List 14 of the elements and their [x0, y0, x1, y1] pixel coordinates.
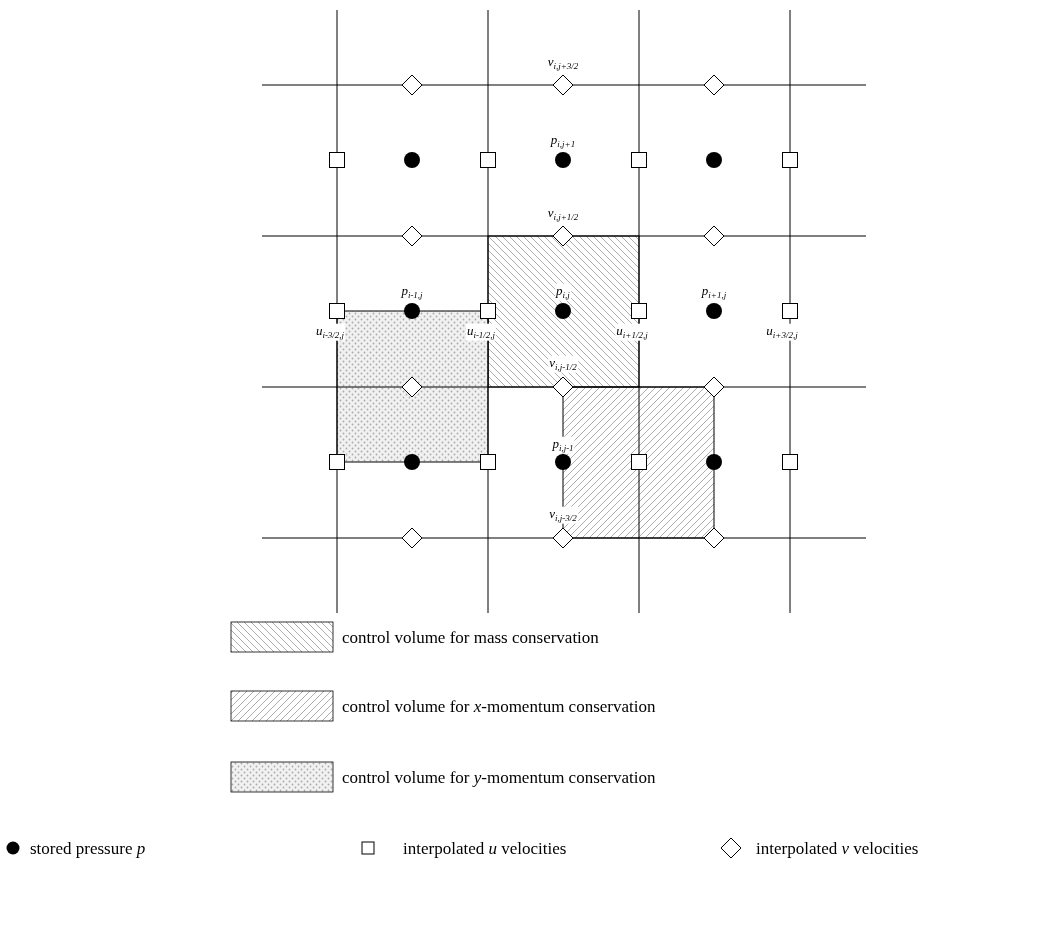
variable-label: p$_{i,j}$ — [555, 283, 571, 301]
legend-text: interpolated u velocities — [403, 839, 567, 857]
legend-text: control volume for y-momentum conservation — [342, 768, 656, 786]
legend-text: control volume for mass conservation — [342, 628, 599, 646]
variable-label: u$_{i+3/2,j}$ — [765, 323, 799, 341]
legend-text: stored pressure p — [30, 839, 146, 857]
variable-label: u$_{i+1/2,j}$ — [615, 323, 649, 341]
variable-label: v$_{i,j-3/2}$ — [548, 506, 578, 524]
variable-label: u$_{i-1/2,j}$ — [465, 323, 497, 341]
variable-label: p$_{i,j-1}$ — [551, 436, 575, 454]
legend-text: interpolated v velocities — [756, 839, 919, 857]
legend-text: control volume for x-momentum conservation — [342, 697, 656, 715]
variable-label: v$_{i,j-1/2}$ — [548, 355, 578, 373]
variable-label: u$_{i-3/2,j}$ — [314, 323, 346, 341]
